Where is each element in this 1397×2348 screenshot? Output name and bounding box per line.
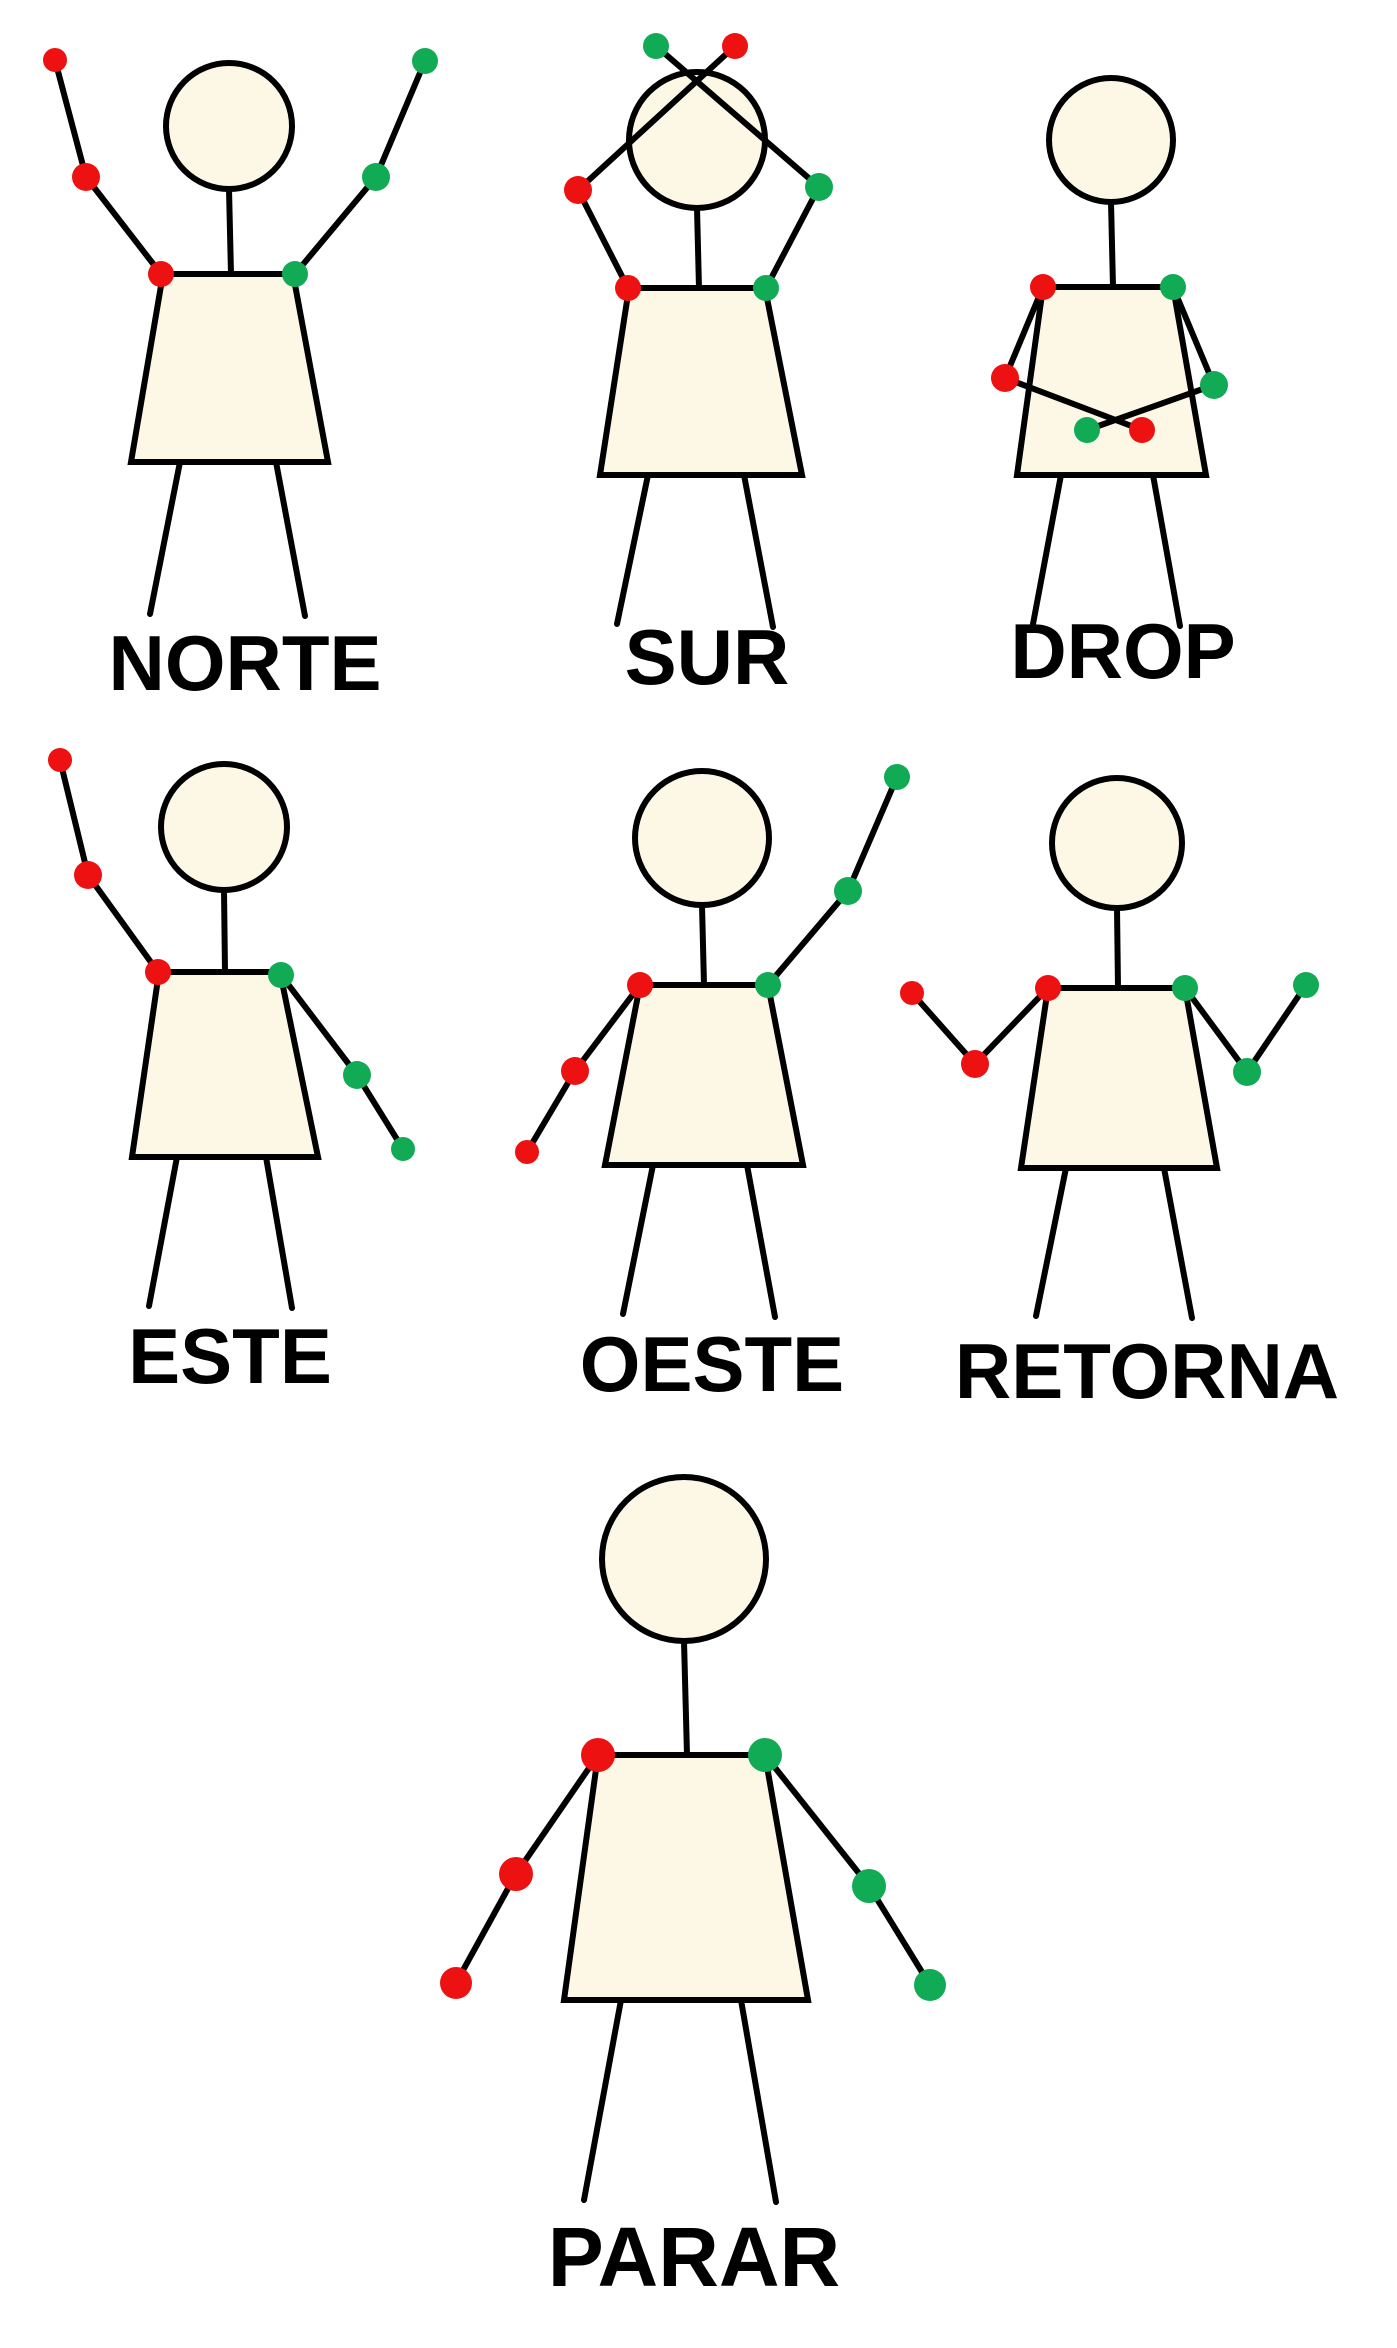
right-elbow-joint bbox=[561, 1057, 589, 1085]
left-hand-joint bbox=[914, 1969, 946, 2001]
left-hand-joint bbox=[884, 764, 910, 790]
left-shoulder-joint bbox=[755, 972, 781, 998]
left-elbow-joint bbox=[834, 877, 862, 905]
left-hand-joint bbox=[643, 33, 669, 59]
left-elbow-joint bbox=[1200, 371, 1228, 399]
right-shoulder-joint bbox=[1035, 975, 1061, 1001]
right-shoulder-joint bbox=[627, 972, 653, 998]
head bbox=[626, 69, 768, 211]
right-leg bbox=[1033, 1165, 1069, 1319]
right-leg bbox=[1030, 472, 1064, 627]
left-shoulder-joint bbox=[1172, 975, 1198, 1001]
gesture-label-drop: DROP bbox=[1010, 607, 1235, 695]
neck bbox=[226, 186, 234, 277]
neck bbox=[694, 205, 702, 291]
right-hand-joint bbox=[1129, 417, 1155, 443]
left-shoulder-joint bbox=[268, 962, 294, 988]
left-hand-joint bbox=[1293, 972, 1319, 998]
right-hand-joint bbox=[440, 1967, 472, 1999]
right-elbow-joint bbox=[961, 1050, 989, 1078]
right-hand-joint bbox=[515, 1140, 539, 1164]
right-hand-joint bbox=[900, 981, 924, 1005]
left-elbow-joint bbox=[852, 1869, 886, 1903]
gesture-label-parar: PARAR bbox=[548, 2210, 840, 2304]
torso bbox=[127, 271, 332, 465]
figure-oeste: OESTE bbox=[515, 764, 910, 1408]
neck bbox=[699, 902, 707, 988]
right-hand-joint bbox=[722, 33, 748, 59]
left-leg bbox=[744, 1162, 778, 1320]
neck bbox=[221, 887, 228, 975]
left-shoulder-joint bbox=[753, 275, 779, 301]
right-leg bbox=[147, 459, 183, 617]
neck bbox=[1108, 199, 1116, 290]
torso bbox=[1017, 985, 1221, 1171]
torso bbox=[1013, 284, 1210, 478]
left-shoulder-joint bbox=[1160, 274, 1186, 300]
right-shoulder-joint bbox=[145, 959, 171, 985]
right-shoulder-joint bbox=[581, 1738, 615, 1772]
left-leg bbox=[1150, 472, 1183, 629]
figure-parar: PARAR bbox=[440, 1474, 946, 2304]
torso bbox=[560, 1752, 812, 2003]
left-shoulder-joint bbox=[282, 261, 308, 287]
head bbox=[1046, 75, 1176, 205]
right-arm bbox=[52, 57, 164, 277]
figure-drop: DROP bbox=[991, 75, 1236, 695]
right-leg bbox=[614, 472, 651, 627]
right-leg bbox=[581, 1997, 624, 2203]
right-elbow-joint bbox=[74, 861, 102, 889]
left-hand-joint bbox=[412, 48, 438, 74]
left-elbow-joint bbox=[805, 173, 833, 201]
head bbox=[158, 761, 290, 893]
left-arm bbox=[292, 58, 428, 277]
gesture-label-norte: NORTE bbox=[109, 619, 382, 707]
left-hand-joint bbox=[1074, 417, 1100, 443]
right-shoulder-joint bbox=[148, 261, 174, 287]
right-hand-joint bbox=[48, 748, 72, 772]
gesture-label-sur: SUR bbox=[625, 613, 790, 701]
left-elbow-joint bbox=[1233, 1058, 1261, 1086]
neck bbox=[681, 1638, 690, 1758]
gesture-label-este: ESTE bbox=[128, 1312, 332, 1400]
neck bbox=[1114, 905, 1121, 991]
right-elbow-joint bbox=[72, 163, 100, 191]
head bbox=[163, 60, 295, 192]
head bbox=[632, 768, 772, 908]
left-shoulder-joint bbox=[748, 1738, 782, 1772]
right-leg bbox=[620, 1162, 656, 1317]
head bbox=[1049, 775, 1185, 911]
left-leg bbox=[263, 1154, 295, 1311]
left-leg bbox=[738, 1997, 779, 2205]
gesture-label-retorna: RETORNA bbox=[955, 1327, 1339, 1415]
right-elbow-joint bbox=[991, 364, 1019, 392]
right-leg bbox=[146, 1154, 180, 1309]
right-elbow-joint bbox=[499, 1857, 533, 1891]
left-hand-joint bbox=[391, 1137, 415, 1161]
left-elbow-joint bbox=[343, 1061, 371, 1089]
torso bbox=[601, 982, 807, 1168]
left-elbow-joint bbox=[362, 163, 390, 191]
torso bbox=[596, 285, 806, 478]
left-leg bbox=[1161, 1165, 1195, 1321]
figure-norte: NORTE bbox=[43, 48, 438, 707]
gesture-label-oeste: OESTE bbox=[580, 1320, 844, 1408]
figure-sur: SUR bbox=[564, 33, 833, 701]
left-leg bbox=[273, 459, 308, 619]
right-shoulder-joint bbox=[615, 275, 641, 301]
right-elbow-joint bbox=[564, 176, 592, 204]
head bbox=[599, 1474, 769, 1644]
figure-este: ESTE bbox=[48, 748, 415, 1400]
right-arm bbox=[57, 757, 161, 975]
right-hand-joint bbox=[43, 48, 67, 72]
left-leg bbox=[741, 472, 776, 630]
torso bbox=[128, 969, 322, 1160]
figure-retorna: RETORNA bbox=[900, 775, 1339, 1415]
right-shoulder-joint bbox=[1030, 274, 1056, 300]
left-arm bbox=[765, 774, 900, 988]
